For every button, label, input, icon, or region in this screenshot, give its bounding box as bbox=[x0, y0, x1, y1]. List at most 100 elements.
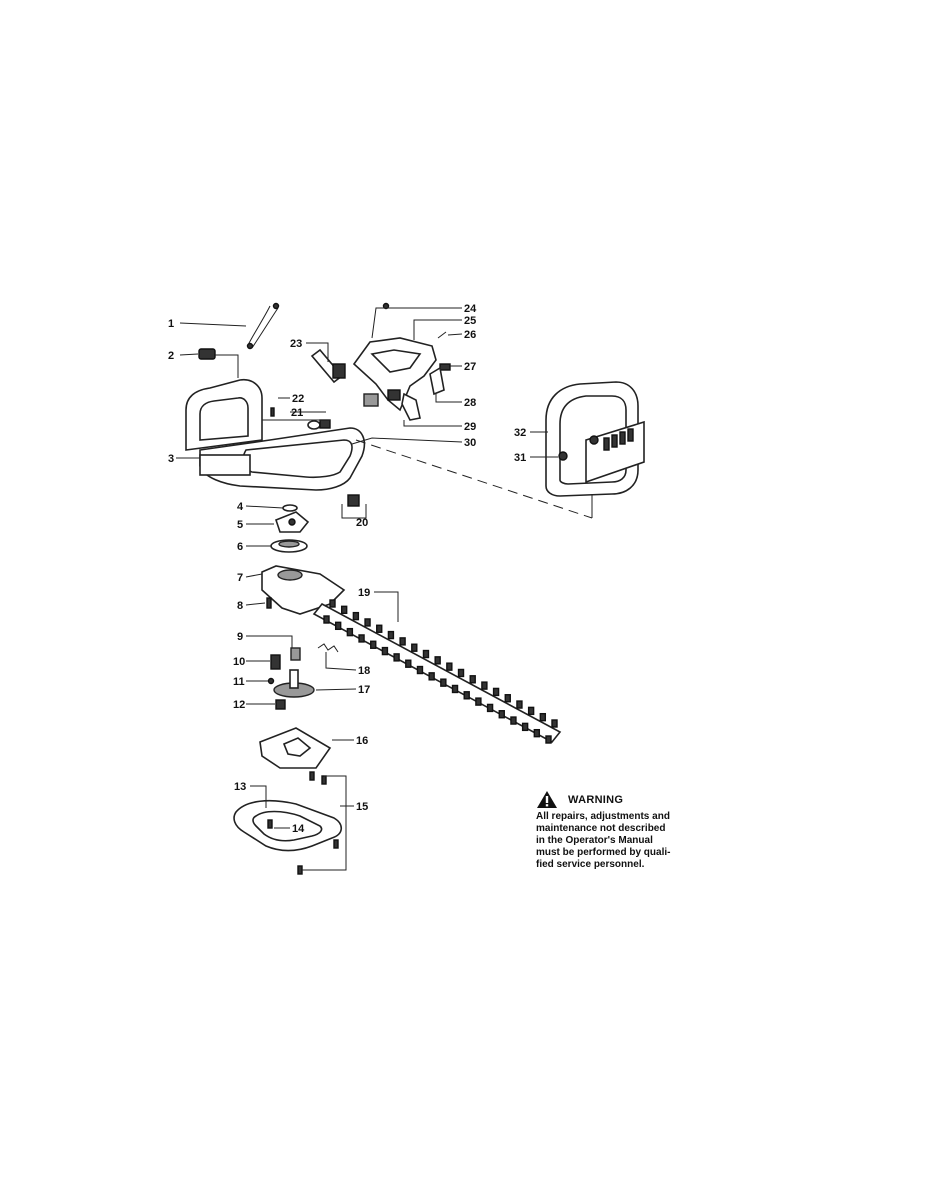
blade-tooth bbox=[381, 646, 389, 656]
blade-tooth bbox=[475, 697, 482, 706]
callout-3: 3 bbox=[168, 453, 174, 465]
blade-tooth bbox=[440, 678, 447, 687]
blade-tooth bbox=[539, 712, 547, 722]
part-13-guard-plate bbox=[233, 799, 343, 852]
part-20-nut bbox=[347, 494, 360, 507]
callout-11: 11 bbox=[233, 676, 245, 688]
part-17-gear bbox=[273, 669, 315, 698]
warning-box: WARNING All repairs, adjustments and mai… bbox=[536, 790, 696, 871]
callout-21: 21 bbox=[291, 407, 303, 419]
callout-4: 4 bbox=[237, 501, 244, 513]
blade-tooth bbox=[463, 691, 470, 700]
leader-lines bbox=[176, 307, 593, 871]
warning-header: WARNING bbox=[536, 790, 696, 809]
callout-32: 32 bbox=[514, 427, 526, 439]
callout-26: 26 bbox=[464, 329, 476, 341]
callout-5: 5 bbox=[237, 519, 243, 531]
warning-line: must be performed by quali- bbox=[536, 847, 671, 858]
part-19-blade bbox=[312, 599, 562, 744]
callout-27: 27 bbox=[464, 361, 476, 373]
callout-2: 2 bbox=[168, 350, 174, 362]
blade-tooth bbox=[387, 630, 395, 640]
blade-tooth bbox=[469, 675, 476, 684]
part-9-sleeve bbox=[290, 647, 301, 661]
blade-tooth bbox=[340, 605, 348, 615]
callout-6: 6 bbox=[237, 541, 243, 553]
callout-16: 16 bbox=[356, 735, 368, 747]
blade-tooth bbox=[533, 728, 541, 738]
part-21-screw bbox=[307, 419, 331, 430]
blade-tooth bbox=[399, 637, 406, 646]
callout-17: 17 bbox=[358, 684, 370, 696]
part-26-pin bbox=[437, 331, 447, 339]
part-25-handle-shell bbox=[352, 337, 437, 412]
callout-20: 20 bbox=[356, 517, 368, 529]
part-27-screw bbox=[439, 363, 451, 371]
callout-7: 7 bbox=[237, 572, 243, 584]
blade-tooth bbox=[451, 684, 459, 694]
part-3-handle-housing bbox=[185, 378, 366, 491]
part-6-bearing bbox=[270, 539, 308, 553]
part-23-trigger bbox=[310, 348, 346, 384]
callout-31: 31 bbox=[514, 452, 526, 464]
callout-24: 24 bbox=[464, 303, 477, 315]
warning-line: All repairs, adjustments and bbox=[536, 811, 670, 822]
warning-title: WARNING bbox=[568, 793, 624, 806]
callout-1: 1 bbox=[168, 318, 174, 330]
callout-8: 8 bbox=[237, 600, 243, 612]
callout-13: 13 bbox=[234, 781, 246, 793]
part-28-latch bbox=[429, 366, 445, 396]
warning-text: All repairs, adjustments and maintenance… bbox=[536, 811, 696, 871]
warning-triangle-icon bbox=[537, 791, 557, 808]
callout-18: 18 bbox=[358, 665, 370, 677]
callout-12: 12 bbox=[233, 699, 245, 711]
callout-14: 14 bbox=[292, 823, 305, 835]
blade-tooth bbox=[393, 653, 400, 662]
callout-15: 15 bbox=[356, 801, 368, 813]
part-12-nut bbox=[275, 699, 286, 710]
blade-tooth bbox=[486, 703, 494, 713]
part-11-pin bbox=[267, 677, 275, 685]
part-4-washer bbox=[282, 504, 298, 512]
blade-tooth bbox=[516, 700, 523, 709]
blade-tooth bbox=[545, 735, 552, 744]
blade-tooth bbox=[346, 627, 354, 637]
callout-10: 10 bbox=[233, 656, 245, 668]
blade-tooth bbox=[358, 634, 365, 643]
blade-tooth bbox=[370, 640, 377, 649]
warning-line: fied service personnel. bbox=[536, 859, 645, 870]
part-22-screw bbox=[270, 407, 275, 417]
blade-tooth bbox=[416, 665, 424, 675]
blade-tooth bbox=[481, 681, 488, 690]
part-2-switch bbox=[198, 348, 216, 360]
warning-line: maintenance not described bbox=[536, 823, 666, 834]
callout-29: 29 bbox=[464, 421, 476, 433]
blade-tooth bbox=[521, 722, 529, 732]
part-15-screw bbox=[297, 771, 339, 875]
blade-tooth bbox=[422, 649, 430, 659]
part-29-lock-button bbox=[387, 389, 421, 421]
blade-tooth bbox=[498, 710, 505, 719]
blade-tooth bbox=[551, 719, 558, 728]
callout-25: 25 bbox=[464, 315, 476, 327]
part-10-pinion bbox=[270, 654, 281, 670]
part-16-cover-plate bbox=[259, 727, 332, 769]
blade-tooth bbox=[329, 599, 336, 608]
blade-tooth bbox=[428, 672, 435, 681]
callout-28: 28 bbox=[464, 397, 476, 409]
part-1-cord bbox=[246, 302, 280, 350]
blade-tooth bbox=[334, 621, 342, 631]
blade-tooth bbox=[457, 668, 465, 678]
callout-9: 9 bbox=[237, 631, 243, 643]
blade-tooth bbox=[504, 694, 511, 703]
blade-tooth bbox=[411, 643, 418, 652]
callout-22: 22 bbox=[292, 393, 304, 405]
blade-tooth bbox=[527, 706, 535, 716]
part-5-cam bbox=[275, 511, 310, 533]
warning-line: in the Operator's Manual bbox=[536, 835, 653, 846]
part-18-spring bbox=[317, 643, 339, 653]
callout-30: 30 bbox=[464, 437, 476, 449]
blade-tooth bbox=[323, 615, 330, 624]
blade-tooth bbox=[405, 659, 412, 668]
